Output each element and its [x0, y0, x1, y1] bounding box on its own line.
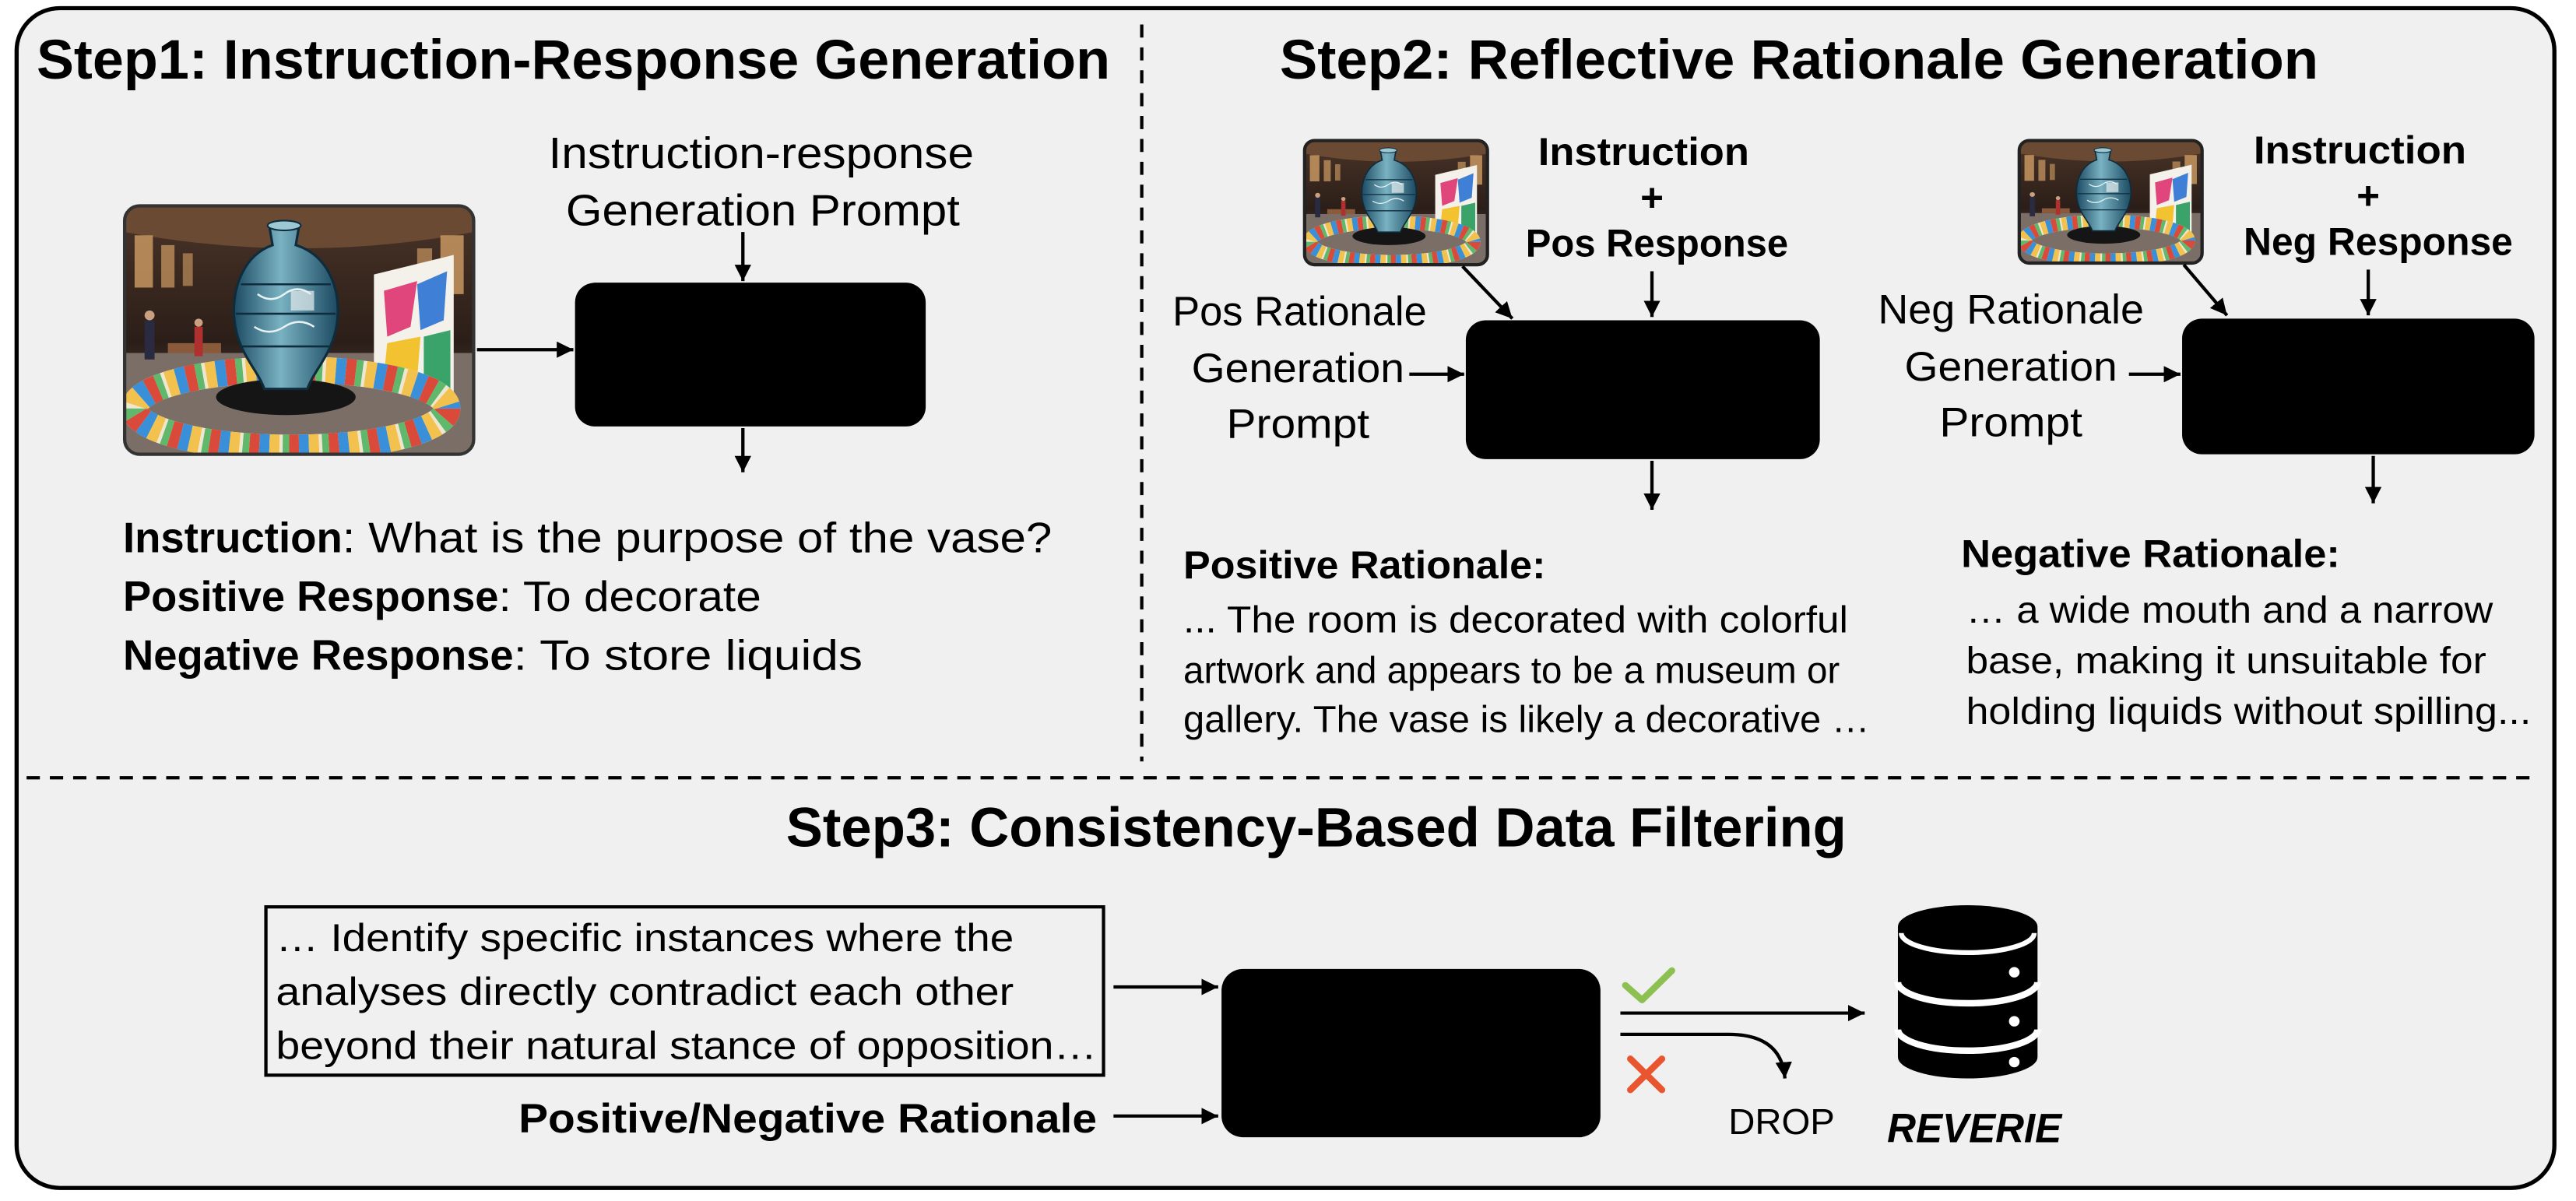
gemini-pro-box — [1221, 968, 1601, 1138]
step2-title: Step2: Reflective Rationale Generation — [1280, 29, 2318, 90]
model-label: Gemini- — [656, 294, 845, 350]
input-instruction: Instruction — [2254, 128, 2466, 172]
prompt-line: Prompt — [1939, 400, 2082, 446]
input-neg-response: Neg Response — [2244, 219, 2513, 264]
step1-title: Step1: Instruction-Response Generation — [37, 29, 1110, 90]
model-label: Gemini- — [1546, 328, 1738, 385]
positive-rationale-title: Positive Rationale: — [1183, 543, 1545, 588]
filtering-prompt-line: analyses directly contradict each other — [276, 969, 1014, 1013]
instruction-text: : What is the purpose of the vase? — [343, 514, 1053, 561]
input-plus: + — [2356, 174, 2380, 218]
prompt-line: Neg Rationale — [1878, 287, 2144, 333]
database-icon-dot — [2008, 1016, 2020, 1027]
model-label: Vision-Pro — [1520, 396, 1764, 454]
positive-rationale-line: artwork and appears to be a museum or — [1183, 650, 1840, 692]
instruction-label: Instruction — [123, 514, 343, 561]
database-icon-dot — [2008, 1056, 2020, 1068]
input-pos-response: Pos Response — [1526, 221, 1788, 265]
negative-rationale-line: … a wide mouth and a narrow — [1966, 589, 2494, 631]
negative-rationale-line: holding liquids without spilling... — [1966, 690, 2532, 732]
database-icon-dot — [2008, 967, 2020, 978]
gemini-vision-pro-box — [1465, 320, 1820, 459]
model-label: Gemini-Pro — [1277, 1027, 1546, 1083]
prompt-line: Generation — [1192, 346, 1404, 392]
positive-rationale-line: gallery. The vase is likely a decorative… — [1183, 699, 1870, 741]
input-plus: + — [1640, 175, 1664, 219]
filtering-prompt-box — [264, 905, 1105, 1077]
database-icon-separator — [1894, 1029, 2041, 1055]
gemini-vision-pro-box — [575, 283, 926, 427]
vase-photo-frame — [2017, 139, 2204, 265]
step3-title: Step3: Consistency-Based Data Filtering — [786, 797, 1847, 859]
positive-branch: Instruction + Pos Response Pos Rationale… — [1172, 129, 1870, 740]
arrow-image-to-model — [2182, 263, 2229, 317]
arrow-image-to-model — [1461, 265, 1514, 320]
step1-prompt-line: Generation Prompt — [566, 186, 960, 235]
model-label: Vision-Pro — [2240, 393, 2483, 451]
filtering-prompt-line: … Identify specific instances where the — [276, 915, 1014, 960]
database-icon — [1894, 905, 2041, 1079]
cross-icon — [1627, 1055, 1666, 1094]
vase-photo — [1305, 141, 1488, 265]
step2-section: Step2: Reflective Rationale Generation I… — [1172, 29, 2535, 740]
step1-section: Step1: Instruction-Response Generation I… — [37, 29, 1110, 679]
prompt-line: Prompt — [1227, 402, 1370, 448]
filtering-prompt-line: beyond their natural stance of oppositio… — [276, 1024, 1097, 1068]
vase-photo-frame — [122, 204, 476, 456]
positive-response-label: Positive Response — [123, 573, 498, 620]
dataset-label: REVERIE — [1887, 1106, 2063, 1152]
prompt-line: Generation — [1905, 345, 2117, 391]
arrow-reject-to-drop — [1620, 1032, 1792, 1079]
negative-response-text: : To store liquids — [514, 631, 863, 679]
gemini-vision-pro-box — [2182, 318, 2535, 455]
prompt-line: Pos Rationale — [1172, 289, 1427, 335]
step1-prompt-line: Instruction-response — [548, 129, 974, 178]
model-label: Vision-Pro — [635, 363, 868, 419]
negative-rationale-line: base, making it unsuitable for — [1966, 640, 2486, 682]
drop-label: DROP — [1728, 1101, 1835, 1142]
rationale-input-label: Positive/Negative Rationale — [518, 1096, 1097, 1142]
positive-rationale-line: ... The room is decorated with colorful — [1183, 599, 1848, 641]
input-instruction: Instruction — [1538, 129, 1749, 174]
step3-section: Step3: Consistency-Based Data Filtering … — [264, 797, 2063, 1152]
negative-rationale-title: Negative Rationale: — [1961, 532, 2340, 576]
database-icon-separator — [1899, 932, 2037, 956]
positive-response-text: : To decorate — [498, 573, 761, 620]
vase-photo-frame — [1302, 139, 1489, 267]
model-label: Gemini- — [2265, 326, 2456, 384]
database-icon-separator — [1894, 982, 2041, 1007]
negative-response-label: Negative Response — [123, 631, 514, 679]
negative-branch: Instruction + Neg Response Neg Rationale… — [1878, 128, 2535, 732]
check-icon — [1622, 967, 1675, 1003]
vase-photo — [2019, 141, 2202, 263]
cross-icon-stroke — [1627, 1055, 1666, 1094]
vase-photo — [125, 206, 473, 455]
